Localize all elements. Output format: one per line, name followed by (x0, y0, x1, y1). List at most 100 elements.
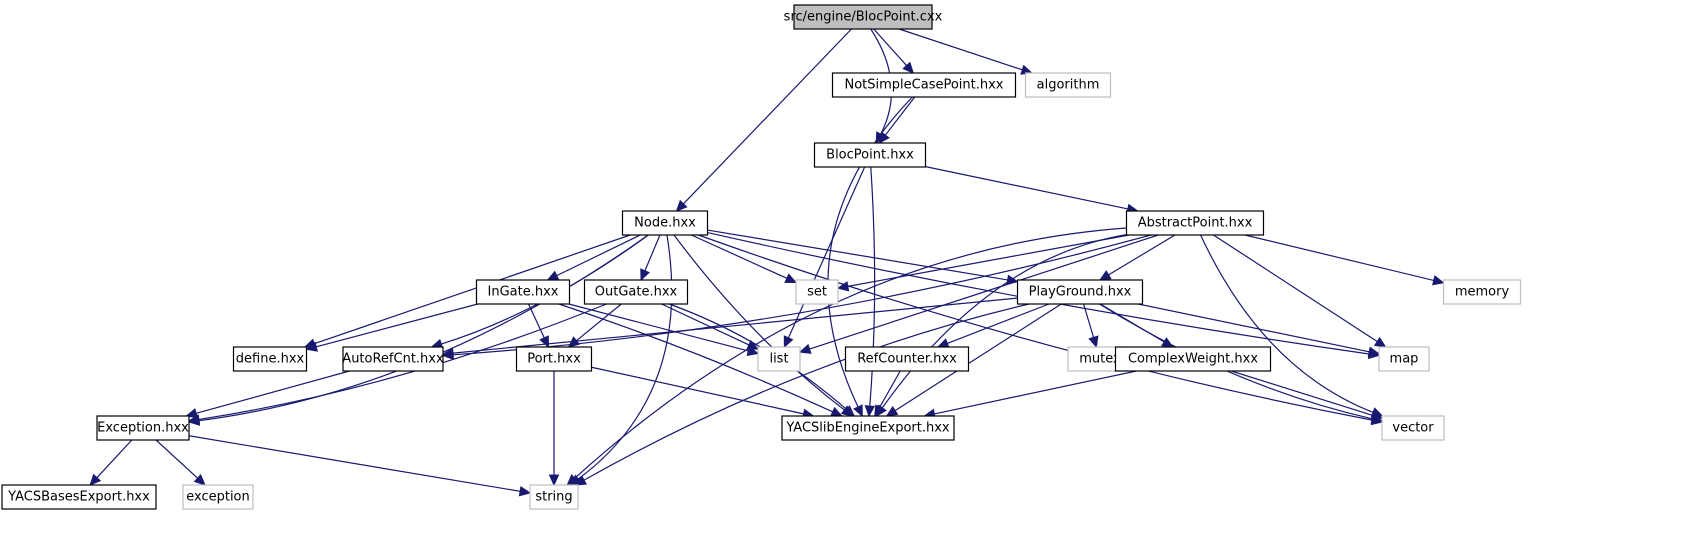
node-yacslib[interactable]: YACSlibEngineExport.hxx (781, 415, 955, 441)
edge-line (644, 234, 661, 272)
arrowhead-icon (842, 405, 856, 417)
arrowhead-icon (1370, 410, 1384, 421)
edge-line (558, 303, 833, 413)
node-define[interactable]: define.hxx (232, 346, 308, 372)
edge-line (1137, 303, 1370, 353)
node-outgate[interactable]: OutGate.hxx (583, 279, 689, 305)
arrowhead-icon (830, 406, 843, 417)
node-abstractpoint[interactable]: AbstractPoint.hxx (1125, 210, 1265, 236)
node-exception-hxx[interactable]: Exception.hxx (96, 415, 190, 441)
edge-line (583, 303, 1030, 481)
arrowhead-icon (675, 199, 688, 212)
edge-line (556, 234, 641, 277)
edge-complexweight-to-yacslib (923, 370, 1137, 419)
edge-line (934, 370, 1137, 415)
node-label: define.hxx (236, 352, 305, 367)
edge-line (673, 234, 845, 411)
arrowhead-icon (574, 475, 588, 486)
node-label: algorithm (1037, 78, 1100, 93)
node-label: AbstractPoint.hxx (1138, 216, 1253, 231)
edge-node-to-yacslib (673, 234, 854, 417)
node-algorithm: algorithm (1024, 72, 1112, 98)
edge-notsimple-to-yacslib (827, 96, 913, 418)
node-ingate[interactable]: InGate.hxx (475, 279, 571, 305)
edge-line (947, 303, 1050, 344)
node-box (757, 346, 801, 372)
node-complexweight[interactable]: ComplexWeight.hxx (1114, 346, 1272, 372)
node-blocpoint[interactable]: BlocPoint.hxx (813, 142, 927, 168)
edge-line (879, 370, 901, 408)
edge-line (155, 439, 199, 479)
node-yacsbases[interactable]: YACSBasesExport.hxx (1, 484, 157, 510)
node-autorefcnt[interactable]: AutoRefCnt.hxx (342, 346, 444, 372)
node-label: Exception.hxx (97, 421, 189, 436)
edge-line (787, 166, 866, 339)
edge-node-to-define (303, 234, 631, 349)
node-box (1442, 279, 1522, 305)
arrowhead-icon (836, 281, 850, 292)
edge-line (574, 227, 1127, 479)
edge-line (683, 28, 852, 205)
edge-blocpoint-to-list (783, 166, 866, 349)
edge-line (316, 303, 478, 348)
edge-line (188, 435, 521, 492)
arrowhead-icon (518, 486, 532, 497)
edge-line (198, 234, 649, 422)
node-node[interactable]: Node.hxx (621, 210, 709, 236)
edge-playground-to-map (1137, 303, 1381, 357)
node-label: BlocPoint.hxx (826, 148, 914, 163)
arrowhead-icon (885, 405, 899, 417)
arrowhead-icon (546, 270, 560, 281)
edge-exception_hxx-to-exception (155, 439, 206, 486)
node-playground[interactable]: PlayGround.hxx (1016, 279, 1144, 305)
arrowhead-icon (1432, 275, 1445, 286)
arrowhead-icon (1373, 336, 1387, 348)
node-label: InGate.hxx (488, 285, 559, 300)
arrowhead-icon (878, 131, 890, 144)
node-vector: vector (1381, 415, 1445, 441)
node-box (781, 415, 955, 441)
edge-blocpoint-to-abstractpoint (925, 166, 1139, 215)
nodes-layer: src/engine/BlocPoint.cxxNotSimpleCasePoi… (1, 4, 1522, 510)
arrowhead-icon (936, 338, 950, 349)
node-label: list (769, 352, 788, 367)
node-label: Port.hxx (527, 352, 581, 367)
node-box (1016, 279, 1144, 305)
edge-line (1231, 370, 1373, 416)
edge-blocpoint-to-yacslib (864, 166, 876, 418)
node-box (1114, 346, 1272, 372)
node-box (621, 210, 709, 236)
node-root[interactable]: src/engine/BlocPoint.cxx (784, 4, 943, 30)
edge-line (707, 229, 1008, 281)
node-box (583, 279, 689, 305)
edges-layer (89, 28, 1445, 497)
edge-line (894, 303, 1062, 412)
node-port[interactable]: Port.hxx (515, 346, 593, 372)
arrowhead-icon (89, 473, 102, 486)
node-label: src/engine/BlocPoint.cxx (784, 10, 943, 25)
edge-line (195, 370, 350, 414)
node-box (1125, 210, 1265, 236)
edge-abstractpoint-to-string (566, 227, 1127, 486)
node-refcounter[interactable]: RefCounter.hxx (844, 346, 970, 372)
node-box (1378, 346, 1430, 372)
edge-root-to-notsimple (873, 28, 915, 74)
arrowhead-icon (1367, 346, 1381, 357)
edge-complexweight-to-vector (1231, 370, 1384, 421)
edge-node-to-outgate (640, 234, 661, 282)
node-label: mutex (1079, 352, 1121, 367)
edge-line (1244, 234, 1434, 281)
edge-line (452, 297, 1018, 354)
node-label: NotSimpleCasePoint.hxx (844, 78, 1003, 93)
edge-line (1108, 234, 1176, 276)
node-label: set (807, 285, 827, 300)
edge-line (827, 96, 913, 408)
node-notsimple[interactable]: NotSimpleCasePoint.hxx (831, 72, 1017, 98)
edge-refcounter-to-yacslib (874, 370, 901, 418)
node-box (795, 279, 839, 305)
arrowhead-icon (746, 339, 760, 350)
edge-line (1083, 303, 1095, 338)
node-label: string (535, 490, 572, 505)
edge-outgate-to-list (661, 303, 760, 350)
edge-line (591, 366, 804, 415)
